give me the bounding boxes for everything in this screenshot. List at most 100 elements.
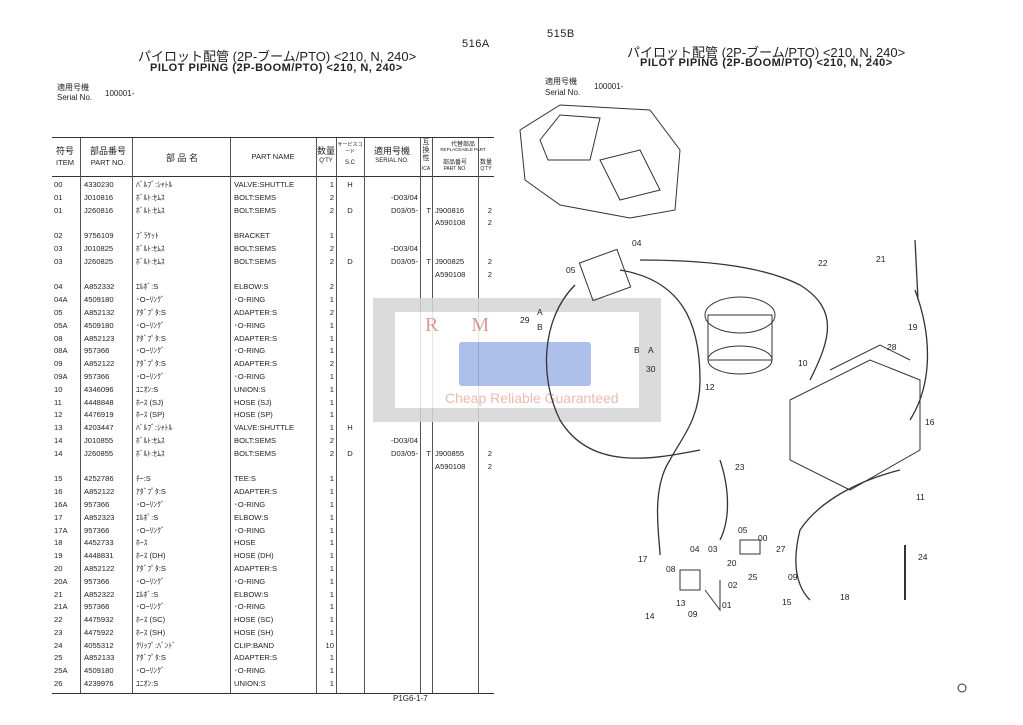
control-valve	[789, 344, 921, 491]
cell-name-jp: ･Oｰﾘﾝｸﾞ	[136, 666, 165, 676]
hdr-sc-jp: サービスコード	[337, 142, 363, 155]
watermark-brand: R M	[425, 314, 504, 336]
cell-part-name: ADAPTER:S	[234, 307, 278, 317]
cell-qty: 1	[329, 384, 334, 394]
cell-item: 25	[54, 653, 63, 663]
hdr-partno: PART NO.	[90, 158, 126, 167]
cell-serial: D03/05-	[390, 256, 418, 266]
cell-name-jp: ﾎﾞﾙﾄ:ｾﾑｽ	[136, 205, 165, 215]
callout-label: B	[634, 345, 640, 355]
callout-label: 18	[840, 592, 850, 602]
cell-part-no: J260855	[84, 448, 114, 458]
cell-part-no: 4452733	[84, 538, 114, 548]
col-divider	[230, 138, 231, 693]
cell-qty: 1	[329, 346, 334, 356]
cell-part-name: BOLT:SEMS	[234, 435, 277, 445]
cell-qty: 1	[329, 333, 334, 343]
cell-qty: 2	[329, 192, 334, 202]
cell-serial: -D03/04	[390, 243, 418, 253]
cell-part-name: VALVE:SHUTTLE	[234, 180, 295, 189]
cell-qty: 1	[329, 397, 334, 407]
cell-name-jp: ﾎﾞﾙﾄ:ｾﾑｽ	[136, 192, 165, 202]
cell-name-jp: ｱﾀﾞﾌﾟﾀ:S	[136, 307, 166, 317]
cell-part-no: 4475932	[84, 615, 114, 625]
callout-label: 03	[708, 544, 718, 554]
cell-part-name: BRACKET	[234, 231, 270, 241]
cell-name-jp: ｱﾀﾞﾌﾟﾀ:S	[136, 487, 166, 497]
excavator-cab-illustration	[519, 104, 681, 219]
cell-part-no: J010825	[84, 243, 114, 253]
cell-name-jp: ｱﾀﾞﾌﾟﾀ:S	[136, 333, 166, 343]
callout-label: 12	[705, 382, 715, 392]
callout-label: 20	[727, 558, 737, 568]
cell-qty: 1	[329, 512, 334, 522]
cell-item: 01	[54, 205, 63, 215]
cell-part-no: 4509180	[84, 295, 114, 305]
cell-part-name: ELBOW:S	[234, 282, 269, 292]
right-serial-value: 100001-	[594, 82, 624, 91]
cell-qty: 1	[329, 525, 334, 535]
col-divider	[316, 138, 317, 693]
table-header: 符号 ITEM 部品番号 PART NO. 部 品 名 PART NAME 数量…	[52, 138, 494, 177]
cell-name-jp: ﾎｰｽ (SC)	[136, 615, 166, 625]
callout-label: 08	[666, 564, 676, 574]
cell-qty: 2	[329, 282, 334, 292]
cell-item: 13	[54, 423, 63, 433]
cell-serial: D03/05-	[390, 205, 418, 215]
cell-name-jp: ･Oｰﾘﾝｸﾞ	[136, 602, 165, 612]
cell-item: 20A	[54, 576, 68, 586]
cell-part-no: 4448831	[84, 551, 114, 561]
callout-label: 25	[748, 572, 758, 582]
cell-name-jp: ﾎｰｽ (DH)	[136, 551, 166, 561]
left-footer: P1G6-1-7	[393, 694, 428, 703]
cell-part-name: ･O-RING	[234, 666, 266, 676]
cell-item: 17A	[54, 525, 68, 535]
cell-item: 05	[54, 307, 63, 317]
left-title-en: PILOT PIPING (2P-BOOM/PTO) <210, N, 240>	[150, 62, 403, 74]
cell-part-no: 4252786	[84, 474, 114, 484]
cell-name-jp: ﾎﾞﾙﾄ:ｾﾑｽ	[136, 243, 165, 253]
cell-item: 04	[54, 282, 63, 292]
watermark-slogan: Cheap Reliable Guaranteed	[445, 390, 619, 406]
cell-part-no: 957366	[84, 525, 110, 535]
cell-item: 20	[54, 563, 63, 573]
cell-serial: D03/05-	[390, 448, 418, 458]
cell-item: 15	[54, 474, 63, 484]
cell-part-no: 4239976	[84, 679, 114, 689]
cell-sc: D	[347, 205, 353, 215]
cell-item: 00	[54, 180, 63, 189]
cell-part-name: UNION:S	[234, 679, 266, 689]
hdr-item: ITEM	[56, 158, 74, 167]
cell-name-jp: ｴﾙﾎﾞ:S	[136, 282, 159, 292]
cell-item: 17	[54, 512, 63, 522]
hdr-qty-jp: 数量	[316, 146, 335, 156]
cell-qty: 1	[329, 180, 334, 189]
cell-part-name: ADAPTER:S	[234, 653, 278, 663]
cell-part-name: BOLT:SEMS	[234, 192, 277, 202]
cell-name-jp: ﾎｰｽ	[136, 538, 148, 548]
callout-label: A	[648, 345, 654, 355]
callout-label: 02	[728, 580, 738, 590]
cell-part-no: 957366	[84, 576, 110, 586]
callout-label: 22	[818, 258, 828, 268]
cell-item: 08	[54, 333, 63, 343]
hdr-rep-part-jp: 部品番号	[442, 160, 467, 166]
callout-label: B	[537, 322, 543, 332]
serial-value: 100001-	[105, 89, 135, 98]
cell-item: 03	[54, 243, 63, 253]
right-page-code: 515B	[547, 28, 575, 40]
cell-part-no: 957366	[84, 371, 110, 381]
cell-qty: 2	[329, 307, 334, 317]
cell-name-jp: ﾊﾞﾙﾌﾞ:ｼｬﾄﾙ	[136, 180, 173, 189]
